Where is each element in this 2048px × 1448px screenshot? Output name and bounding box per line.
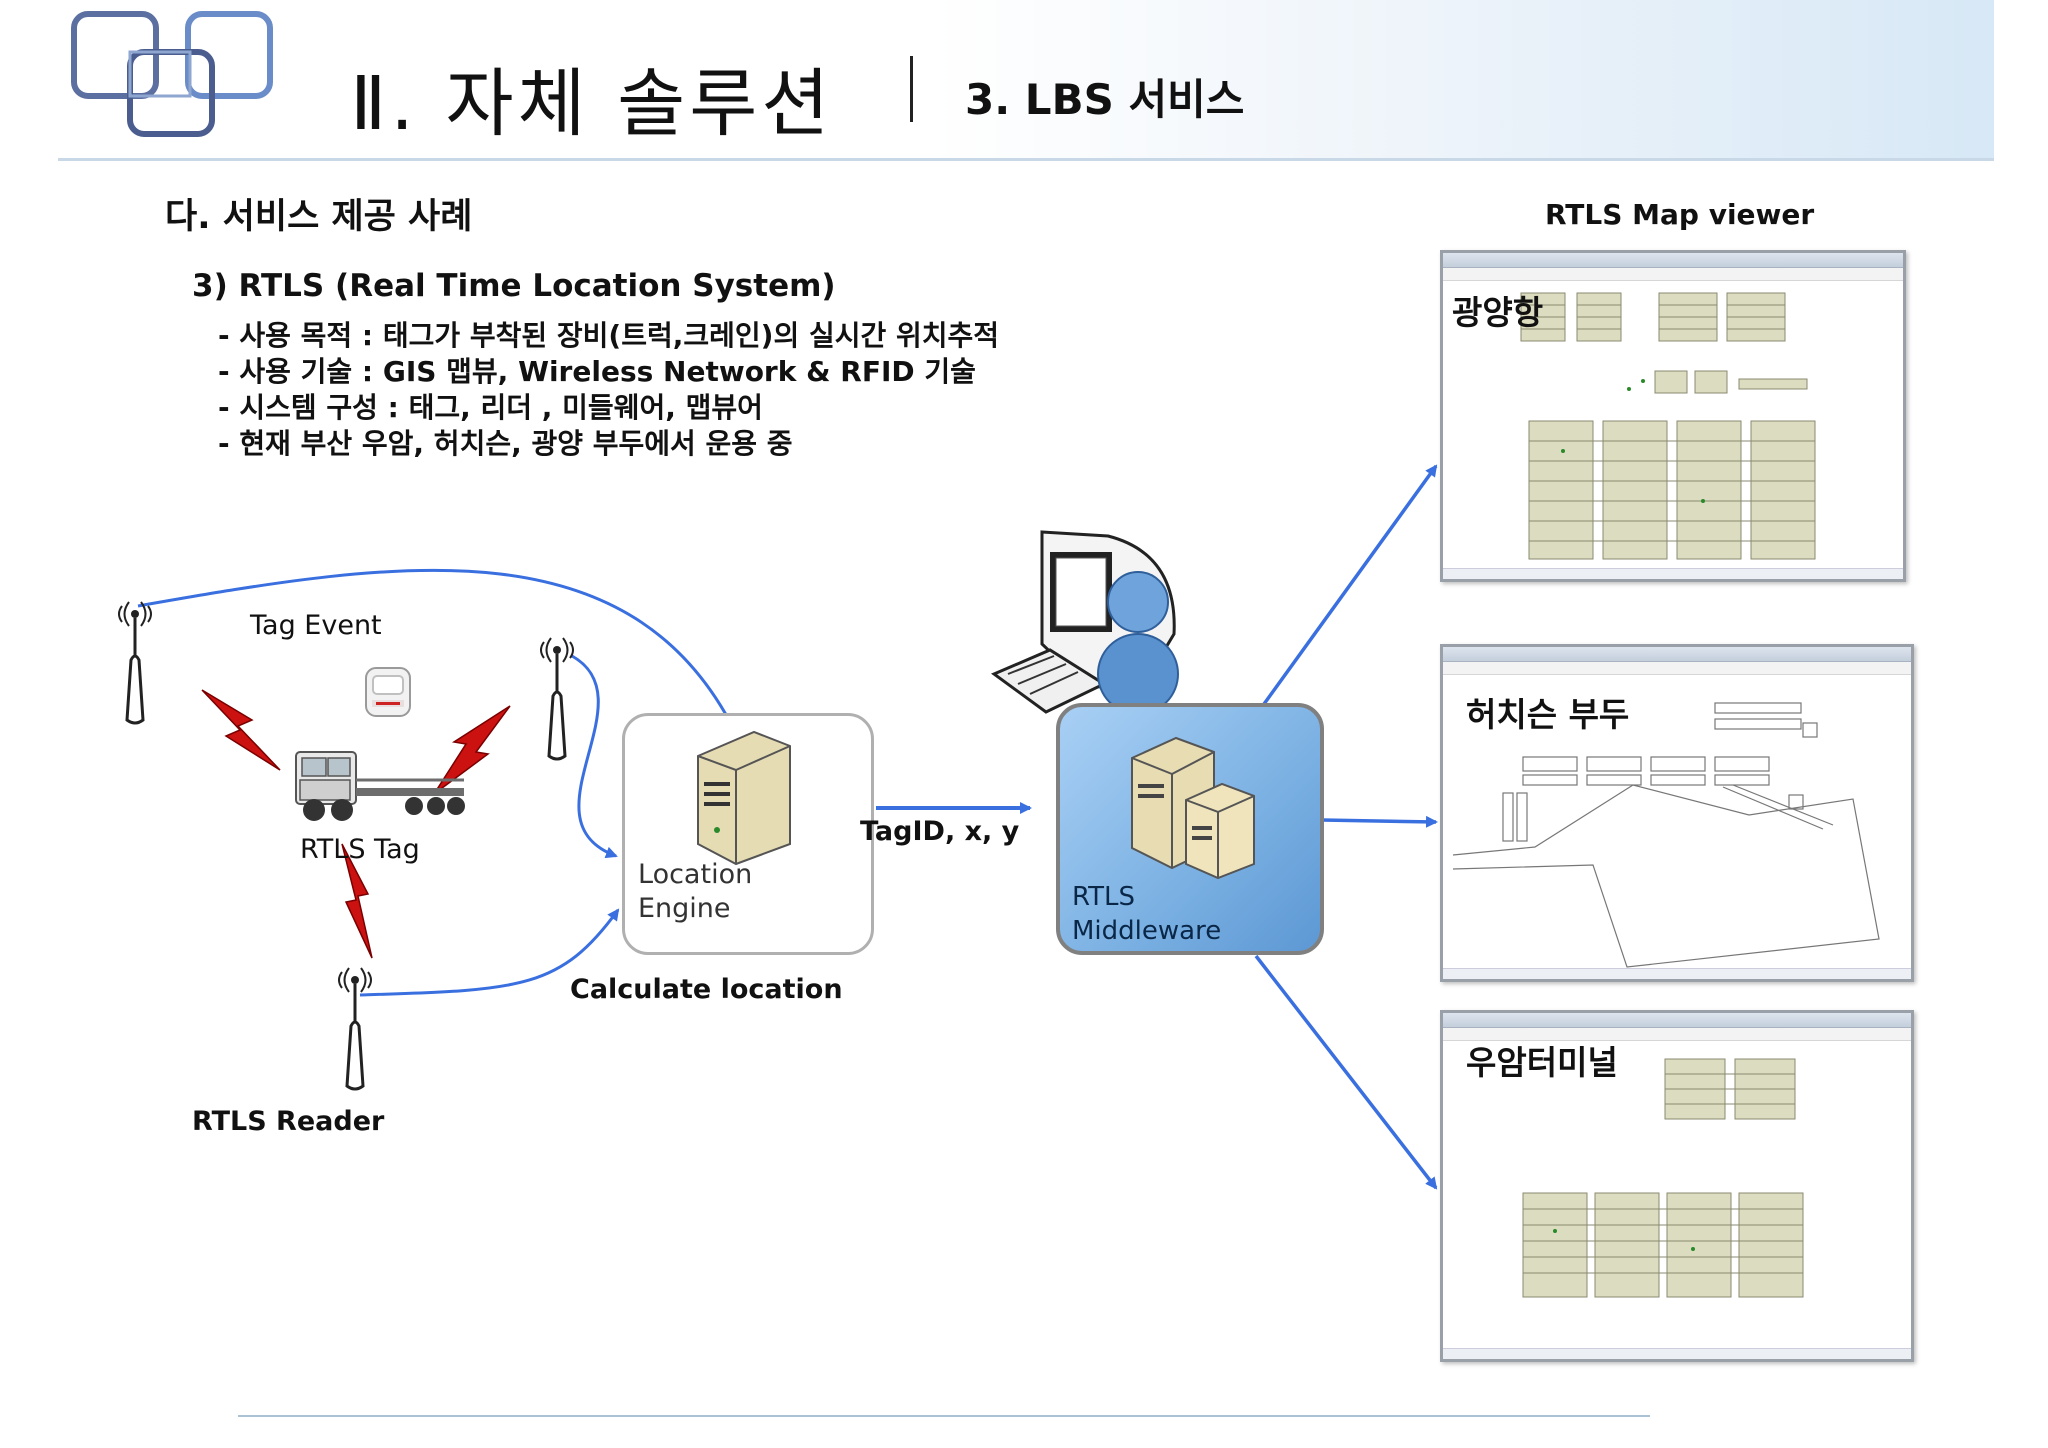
bullet-composition: - 시스템 구성 : 태그, 리더 , 미들웨어, 맵뷰어 xyxy=(218,391,763,424)
footer-divider xyxy=(238,1415,1650,1417)
tagid-xy-label: TagID, x, y xyxy=(860,816,1020,847)
yard-map-uam xyxy=(1522,1058,1804,1298)
middleware-line2: Middleware xyxy=(1072,916,1222,946)
rtls-reader-label: RTLS Reader xyxy=(192,1106,385,1137)
header-band xyxy=(58,0,1994,160)
map-label-uam: 우암터미널 xyxy=(1466,1043,1618,1082)
window-titlebar xyxy=(1443,647,1911,662)
map-label-gwangyang: 광양항 xyxy=(1452,293,1544,332)
map-window-gwangyang xyxy=(1440,250,1906,582)
antenna-icon xyxy=(338,967,372,1091)
truck-icon xyxy=(295,751,465,821)
lightning-icon xyxy=(201,689,281,771)
map-viewer-title: RTLS Map viewer xyxy=(1545,198,1815,231)
window-menubar xyxy=(1443,1028,1911,1041)
antenna-icon xyxy=(540,637,574,761)
map-arrow-middle xyxy=(1321,815,1438,828)
window-menubar xyxy=(1443,268,1903,281)
map-window-uam xyxy=(1440,1010,1914,1362)
yard-map-hutchison xyxy=(1452,702,1880,968)
map-arrow-top xyxy=(1262,464,1438,706)
middleware-label: RTLS Middleware xyxy=(1072,880,1221,948)
item-title: 3) RTLS (Real Time Location System) xyxy=(192,268,836,304)
location-engine-label: Location Engine xyxy=(638,858,752,926)
map-arrow-bottom xyxy=(1254,954,1438,1190)
bullet-purpose: - 사용 목적 : 태그가 부착된 장비(트럭,크레인)의 실시간 위치추적 xyxy=(218,319,1000,352)
bullet-deployment: - 현재 부산 우암, 허치슨, 광양 부두에서 운용 중 xyxy=(218,427,793,460)
bullet-list: - 사용 목적 : 태그가 부착된 장비(트럭,크레인)의 실시간 위치추적 -… xyxy=(218,318,999,462)
map-window-hutchison xyxy=(1440,644,1914,982)
rtls-tag-device-icon xyxy=(365,667,411,717)
rtls-tag-label: RTLS Tag xyxy=(300,834,420,865)
lightning-icon xyxy=(341,843,373,959)
window-titlebar xyxy=(1443,1013,1911,1028)
window-statusbar xyxy=(1443,1348,1911,1359)
reader-mid-arrow xyxy=(571,654,618,859)
map-label-hutchison: 허치슨 부두 xyxy=(1466,695,1630,734)
yard-map-gwangyang xyxy=(1520,292,1816,560)
window-statusbar xyxy=(1443,568,1903,579)
reader-bottom-arrow xyxy=(359,908,620,997)
server-cluster-icon xyxy=(1131,736,1255,880)
bullet-technology: - 사용 기술 : GIS 맵뷰, Wireless Network & RFI… xyxy=(218,355,976,388)
server-icon xyxy=(697,730,791,866)
window-titlebar xyxy=(1443,253,1903,268)
section-title: 다. 서비스 제공 사례 xyxy=(165,197,473,237)
location-engine-line1: Location xyxy=(638,859,753,890)
location-engine-line2: Engine xyxy=(638,893,731,924)
page-title: Ⅱ. 자체 솔루션 xyxy=(350,61,834,147)
middleware-line1: RTLS xyxy=(1072,882,1136,912)
window-menubar xyxy=(1443,662,1911,675)
page-subtitle: 3. LBS 서비스 xyxy=(965,75,1245,124)
company-logo xyxy=(71,11,273,137)
header-divider xyxy=(58,158,1994,161)
antenna-icon xyxy=(118,601,152,725)
tag-event-label: Tag Event xyxy=(250,610,382,641)
title-separator xyxy=(910,56,913,122)
tag-event-arrow xyxy=(137,568,744,748)
calculate-location-label: Calculate location xyxy=(570,974,843,1005)
user-workstation-icon xyxy=(990,530,1179,715)
window-statusbar xyxy=(1443,968,1911,979)
